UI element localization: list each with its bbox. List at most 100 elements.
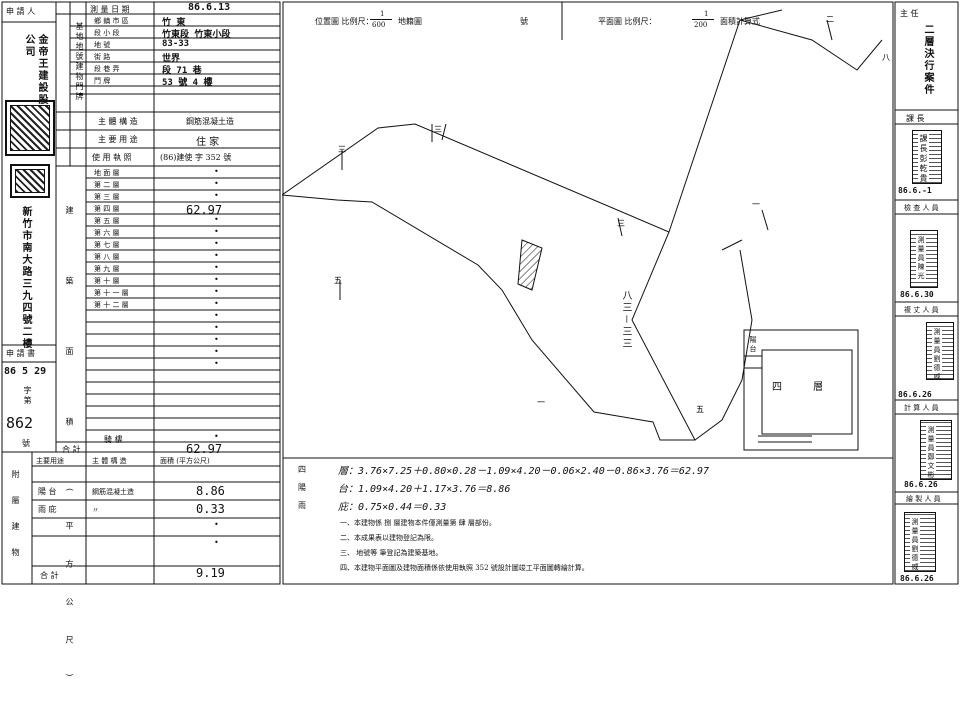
formula-text: 層：3.76×7.25＋0.80×0.28－1.09×4.20－0.06×2.4…	[338, 466, 710, 477]
applicant-address: 新竹市南大路三九四號二樓	[20, 206, 31, 350]
application-number: 862	[6, 414, 34, 432]
floor-row-label: 第 十 一 層	[94, 289, 129, 297]
floor-row-label: 第 九 層	[94, 265, 120, 273]
location-scale-bar	[370, 19, 392, 20]
head-label: 主 任	[900, 9, 919, 18]
site-row-label: 地 號	[94, 41, 111, 49]
application-hao: 號	[22, 439, 30, 448]
calc-label: 計 算 人 員	[904, 404, 939, 412]
calc-date: 86.6.26	[904, 480, 938, 489]
surveyor-stamp: 測量員劉德威	[932, 328, 942, 382]
structure-label: 主 體 構 造	[98, 117, 138, 126]
annex-row-structure: 鋼筋混凝土造	[92, 488, 134, 496]
note-line: 四、本建物平面圖及建物面積係依使用執照 352 號設計圖竣工平面圖轉繪計算。	[340, 564, 589, 572]
annex-col-use: 主要用途	[36, 457, 64, 465]
note-line: 二、本成果表以建物登記為限。	[340, 534, 438, 542]
floor-row-value: 62.97	[186, 203, 223, 217]
chief-stamp: 課長彭乾貴	[918, 134, 929, 184]
main-use-label: 主 要 用 途	[98, 135, 138, 144]
site-header: 基地地號	[75, 22, 84, 62]
annex-total-label: 合 計	[40, 571, 59, 580]
application-zi: 字第	[23, 386, 32, 406]
building-location-marker	[517, 239, 543, 291]
calc-stamp: 測量員鄭文彬	[926, 426, 936, 480]
formula-label: 四	[298, 465, 306, 474]
area-header: 建 築 面 積 (平方公尺)	[65, 206, 74, 706]
site-row-label: 鄉 鎮 市 區	[94, 17, 129, 25]
floor-row-label: 第 十 層	[94, 277, 120, 285]
annex-col-structure: 主 體 構 造	[92, 457, 127, 465]
license-label: 使 用 執 照	[92, 153, 132, 162]
plan-scale-denominator: 200	[694, 21, 708, 29]
area-calc-label: 面積計算式	[720, 17, 760, 26]
structure-value: 鋼筋混凝土造	[186, 117, 234, 126]
location-scale-numerator: 1	[380, 10, 385, 18]
site-row-label: 段 小 段	[94, 29, 120, 37]
checker-stamp: 測量員陳光	[916, 236, 926, 281]
plan-scale-label: 平面圖 比例尺：	[598, 17, 657, 26]
site-row-label: 門 牌	[94, 77, 111, 85]
basement-label: 騎 樓	[104, 435, 123, 444]
annex-row-area: 8.86	[196, 484, 225, 498]
drawing-area: 三 三 三 五 一 五 一 二 八	[282, 1, 894, 585]
lot-number-label: 八三－三三	[620, 290, 631, 350]
floor-row-label: 第 三 層	[94, 193, 120, 201]
floor-row-label: 第 六 層	[94, 229, 120, 237]
svg-text:一: 一	[752, 200, 760, 209]
surveyor-label: 複 丈 人 員	[904, 306, 939, 314]
total-value: 62.97	[186, 442, 223, 456]
left-table-grid	[1, 1, 281, 585]
svg-text:五: 五	[334, 276, 342, 285]
drafter-date: 86.6.26	[900, 574, 934, 583]
floor-row-value: •	[214, 239, 219, 248]
chief-label: 課 長	[906, 114, 925, 123]
floor-row-value: •	[214, 167, 219, 176]
floor-row-value: •	[214, 311, 219, 320]
floor-row-value: •	[214, 347, 219, 356]
formula-text: 台：1.09×4.20＋1.17×3.76＝8.86	[338, 484, 511, 495]
floor-plan-outline	[743, 329, 859, 451]
floor-row-label: 第 四 層	[94, 205, 120, 213]
location-scale-label: 位置圖 比例尺：	[315, 17, 374, 26]
main-use-value: 住 家	[196, 137, 220, 148]
floor-row-value: •	[214, 275, 219, 284]
applicant-name: 金帝王建設股份有限公司	[23, 34, 47, 142]
location-scale-denominator: 600	[372, 21, 386, 29]
svg-text:八: 八	[882, 53, 890, 62]
site-row-label: 段 巷 弄	[94, 65, 120, 73]
formula-text: 庇：0.75×0.44＝0.33	[338, 502, 447, 513]
floor-row-value: •	[214, 215, 219, 224]
checker-label: 檢 查 人 員	[904, 204, 939, 212]
svg-text:一: 一	[537, 398, 545, 407]
annex-row-area: 0.33	[196, 502, 225, 516]
floor-label: 四 層	[772, 382, 838, 393]
floor-row-label: 第 八 層	[94, 253, 120, 261]
floor-row-value: •	[214, 287, 219, 296]
svg-text:二: 二	[826, 15, 834, 24]
floor-row-value: •	[214, 323, 219, 332]
checker-date: 86.6.30	[900, 290, 934, 299]
svg-text:三: 三	[434, 125, 442, 134]
application-date: 86 5 29	[4, 366, 47, 377]
site-row-value: 83-33	[162, 39, 190, 49]
floor-row-label: 第 二 層	[94, 181, 120, 189]
lot-outline	[282, 9, 883, 441]
site-row-value: 竹東段 竹東小段	[162, 30, 231, 40]
location-map-label: 地籍圖	[398, 17, 422, 26]
floor-row-value: •	[214, 359, 219, 368]
license-value: (86)建使 字 352 號	[160, 153, 232, 162]
total-label: 合 計	[62, 445, 81, 454]
survey-date-value: 86.6.13	[188, 2, 231, 13]
floor-row-label: 第 十 二 層	[94, 301, 129, 309]
annex-row-structure: 〃	[92, 506, 99, 514]
plan-scale-numerator: 1	[704, 10, 709, 18]
note-line: 三、 地號等 筆登記為建築基地。	[340, 549, 443, 557]
company-seal	[5, 100, 55, 156]
right-column-grid	[894, 1, 959, 585]
annex-header: 附屬建物	[11, 470, 20, 574]
floor-row-value: •	[214, 251, 219, 260]
building-door-header: 建物門牌	[75, 62, 84, 102]
floor-row-value: •	[214, 179, 219, 188]
annex-col-area: 面積 (平方公尺)	[160, 457, 210, 465]
